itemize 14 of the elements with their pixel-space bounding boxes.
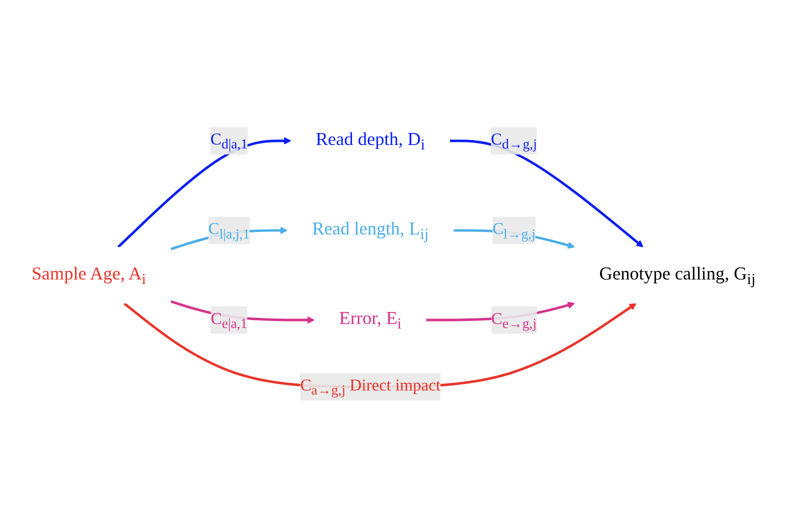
arrow (450, 139, 644, 248)
node-text: Read depth, D$_{i}$ (316, 128, 425, 153)
edge-label: C$_{l|a,j,1}$ (208, 220, 250, 242)
edge-label: C$_{l→g,j}$ (492, 220, 536, 242)
node-text: Error, E$_{i}$ (339, 308, 402, 332)
node-text: Sample Age, A$_{i}$ (32, 262, 146, 288)
node-text: Genotype calling, G$_{ij}$ (599, 262, 756, 288)
arrow (117, 137, 292, 248)
edge-label: C$_{a→g,j}$ Direct impact (300, 376, 440, 398)
edge-label: C$_{d→g,j}$ (490, 130, 537, 152)
edge-label: C$_{e→g,j}$ (491, 310, 537, 332)
edge-label: C$_{e|a,1}$ (210, 310, 248, 332)
edge-label: C$_{d|a,1}$ (210, 130, 248, 152)
node-text: Read length, L$_{ij}$ (312, 218, 429, 242)
